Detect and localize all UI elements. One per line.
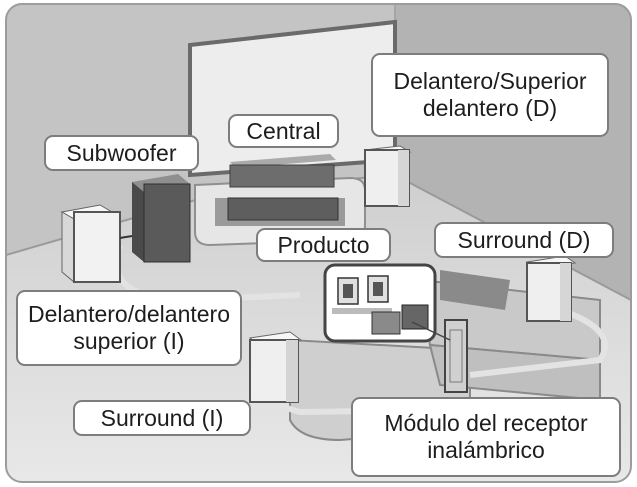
front-right-speaker-illustration bbox=[363, 145, 412, 207]
label-producto-text: Producto bbox=[277, 231, 370, 258]
subwoofer-illustration bbox=[132, 174, 191, 263]
label-central: Central bbox=[228, 114, 339, 148]
label-wireless-module-line2: inalámbrico bbox=[427, 437, 545, 463]
label-subwoofer: Subwoofer bbox=[44, 135, 199, 171]
label-front-right-line2: delantero (D) bbox=[422, 95, 558, 121]
label-front-left-line2: superior (I) bbox=[73, 328, 185, 354]
front-left-speaker-illustration bbox=[60, 204, 121, 284]
label-central-text: Central bbox=[246, 117, 321, 144]
label-surround-right: Surround (D) bbox=[434, 222, 614, 258]
connection-detail-inset bbox=[323, 263, 451, 343]
surround-left-speaker-illustration bbox=[248, 331, 303, 403]
label-front-left: Delantero/delantero superior (I) bbox=[16, 290, 242, 366]
diagram-frame bbox=[5, 3, 632, 483]
label-surround-left: Surround (I) bbox=[73, 400, 251, 436]
label-wireless-module: Módulo del receptor inalámbrico bbox=[351, 397, 621, 477]
label-producto: Producto bbox=[256, 228, 391, 262]
label-front-right-line1: Delantero/Superior bbox=[393, 68, 587, 94]
label-surround-left-text: Surround (I) bbox=[100, 404, 224, 431]
label-surround-right-text: Surround (D) bbox=[457, 226, 591, 253]
label-front-right: Delantero/Superior delantero (D) bbox=[371, 53, 609, 137]
label-wireless-module-line1: Módulo del receptor bbox=[384, 410, 588, 436]
label-front-left-line1: Delantero/delantero bbox=[27, 301, 231, 327]
product-unit-illustration bbox=[227, 197, 339, 221]
center-speaker-illustration bbox=[229, 154, 336, 188]
surround-right-speaker-illustration bbox=[525, 255, 577, 322]
wireless-receiver-illustration bbox=[444, 319, 468, 393]
label-subwoofer-text: Subwoofer bbox=[66, 139, 177, 166]
